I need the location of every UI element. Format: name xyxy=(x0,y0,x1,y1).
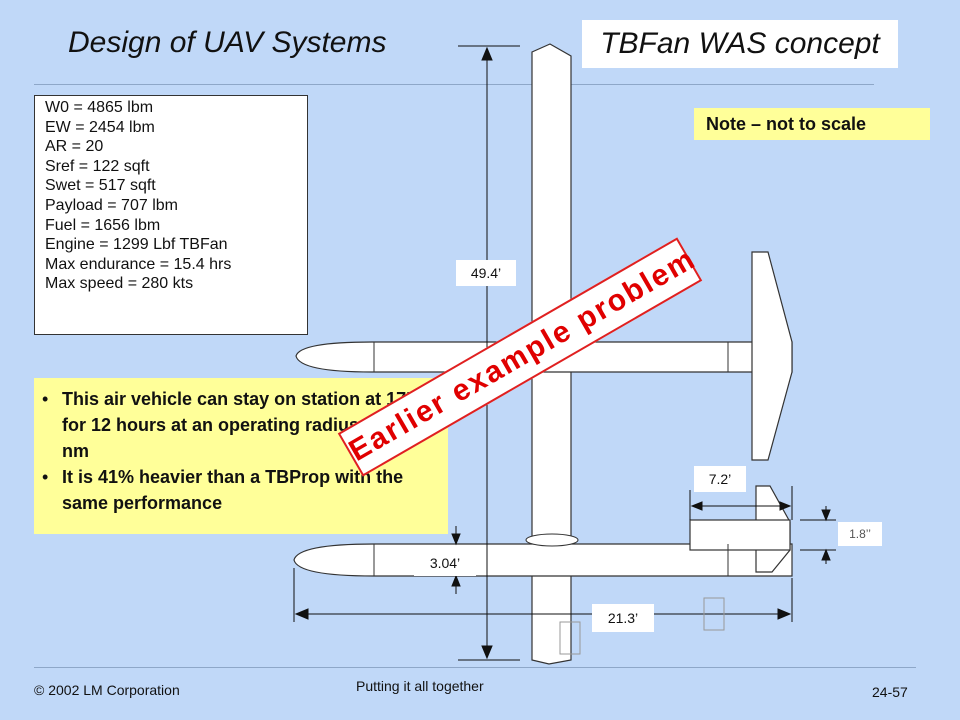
note-not-to-scale: Note – not to scale xyxy=(694,108,930,140)
concept-title: TBFan WAS concept xyxy=(582,20,898,68)
bullet-text: It is 41% heavier than a TBProp with the… xyxy=(62,467,404,513)
bullet-dot-icon: • xyxy=(42,389,49,409)
header-divider xyxy=(34,84,874,85)
spec-line: Payload = 707 lbm xyxy=(45,196,178,214)
spec-line: Engine = 1299 Lbf TBFan xyxy=(45,236,228,254)
length-dimension-label: 21.3’ xyxy=(592,604,654,632)
upper-tail xyxy=(751,251,793,461)
section-title: Putting it all together xyxy=(356,678,484,694)
spec-line: EW = 2454 lbm xyxy=(45,118,155,136)
page-number: 24-57 xyxy=(872,684,908,700)
tail-dimension-label: 7.2’ xyxy=(694,466,746,492)
bullet-item: • It is 41% heavier than a TBProp with t… xyxy=(42,464,442,516)
bullet-item: • This air vehicle can stay on station a… xyxy=(42,386,442,464)
spec-line: Max speed = 280 kts xyxy=(45,275,194,293)
spec-line: W0 = 4865 lbm xyxy=(45,99,154,116)
spec-line: AR = 20 xyxy=(45,138,104,156)
boom-dimension-label: 3.04’ xyxy=(414,550,476,576)
spec-line: Max endurance = 15.4 hrs xyxy=(45,255,232,273)
spec-line: Sref = 122 sqft xyxy=(45,157,150,175)
lower-tail-box xyxy=(689,519,791,551)
placeholder-glyph xyxy=(703,597,725,631)
slide-title: Design of UAV Systems xyxy=(68,26,387,59)
bullet-text: This air vehicle can stay on station at … xyxy=(62,389,432,461)
spec-line: Fuel = 1656 lbm xyxy=(45,216,161,234)
placeholder-glyph xyxy=(559,621,581,655)
fin-dimension-label: 1.8’’ xyxy=(838,522,882,546)
bullet-dot-icon: • xyxy=(42,467,49,487)
copyright-text: © 2002 LM Corporation xyxy=(34,682,180,698)
lower-canopy xyxy=(525,533,579,547)
spec-box: W0 = 4865 lbm EW = 2454 lbm AR = 20 Sref… xyxy=(34,95,308,335)
footer-divider xyxy=(34,667,916,668)
span-dimension-label: 49.4’ xyxy=(456,260,516,286)
spec-line: Swet = 517 sqft xyxy=(45,177,156,195)
